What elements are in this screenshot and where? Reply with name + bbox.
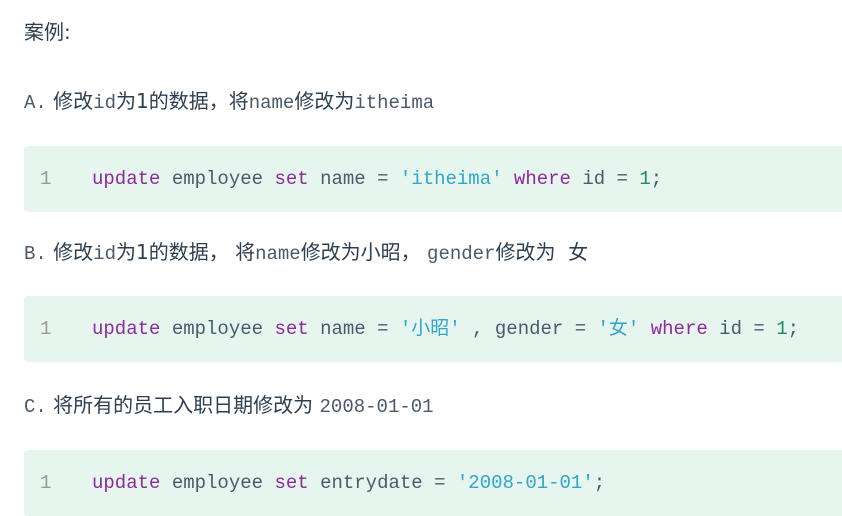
- item-c-heading: C. 将所有的员工入职日期修改为 2008-01-01: [24, 392, 434, 420]
- item-b-heading: B. 修改id为1的数据， 将name修改为小昭， gender修改为 女: [24, 239, 588, 267]
- text: 将所有的员工入职日期修改为: [53, 393, 320, 417]
- text: 修改为: [294, 89, 355, 113]
- text: name: [255, 243, 301, 265]
- line-number: 1: [40, 168, 52, 190]
- text: 为1的数据， 将: [115, 240, 256, 264]
- text: 修改: [53, 89, 94, 113]
- text: 修改为 女: [495, 240, 589, 264]
- section-heading: 案例:: [24, 20, 71, 44]
- line-number: 1: [40, 318, 52, 340]
- text: id: [93, 92, 116, 114]
- text: gender: [427, 243, 496, 265]
- text: name: [248, 92, 295, 114]
- item-letter: C.: [24, 396, 47, 418]
- code-block-c: 1 update employee set entrydate = '2008-0…: [24, 450, 842, 516]
- item-letter: A.: [24, 92, 47, 114]
- code-line: update employee set entrydate = '2008-01…: [92, 472, 606, 494]
- text: 修改为小昭，: [300, 240, 428, 264]
- text: id: [93, 243, 116, 265]
- text: 修改: [53, 240, 94, 264]
- item-letter: B.: [24, 243, 47, 265]
- code-block-b: 1 update employee set name = '小昭' , gende…: [24, 296, 842, 362]
- text: 为1的数据，将: [115, 89, 249, 113]
- code-line: update employee set name = 'itheima' whe…: [92, 168, 663, 190]
- line-number: 1: [40, 472, 52, 494]
- code-block-a: 1 update employee set name = 'itheima' wh…: [24, 146, 842, 212]
- text: 2008-01-01: [319, 396, 434, 418]
- text: itheima: [354, 92, 435, 114]
- item-a-heading: A. 修改id为1的数据，将name修改为itheima: [24, 88, 434, 116]
- code-line: update employee set name = '小昭' , gender…: [92, 318, 799, 340]
